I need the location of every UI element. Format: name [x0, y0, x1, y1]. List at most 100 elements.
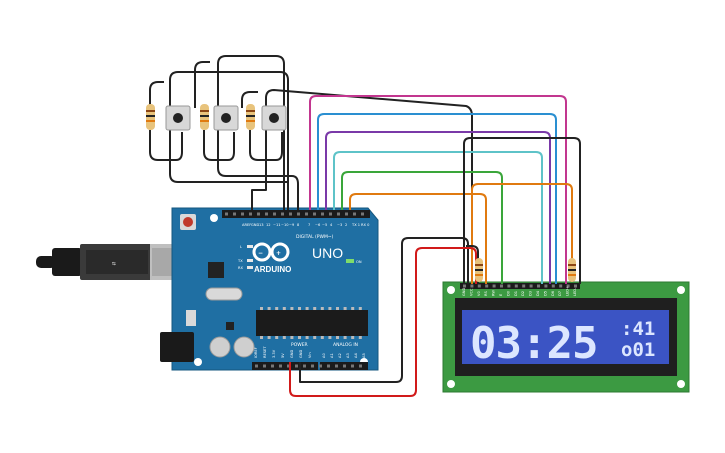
digital-pin-7[interactable] — [281, 212, 284, 216]
lcd-pin-3[interactable] — [485, 284, 489, 288]
lcd-pin-4[interactable] — [492, 284, 496, 288]
wire-orange-2[interactable] — [471, 183, 573, 284]
digital-pin-2[interactable] — [241, 212, 244, 216]
digital-pin-0[interactable] — [225, 212, 228, 216]
bottom-pin-9[interactable] — [327, 364, 330, 368]
wire-btn-e1[interactable] — [169, 130, 288, 183]
chip-leg — [343, 307, 347, 310]
bottom-pin-12[interactable] — [351, 364, 354, 368]
wire-btn-e2[interactable] — [217, 130, 299, 210]
digital-pin-16[interactable] — [353, 212, 356, 216]
chip-leg — [313, 307, 317, 310]
digital-pin-11[interactable] — [313, 212, 316, 216]
digital-pin-15[interactable] — [345, 212, 348, 216]
lcd-module[interactable]: 03:25 :41 o01 — [442, 281, 690, 393]
lcd-pin-label-gnd: GND — [462, 288, 466, 296]
a2-label: A2 — [338, 353, 342, 358]
digital-pin-10[interactable] — [305, 212, 308, 216]
lcd-pin-11[interactable] — [544, 284, 548, 288]
pushbutton-1[interactable] — [165, 105, 191, 131]
lcd-pin-5[interactable] — [500, 284, 503, 288]
wire-magenta[interactable] — [309, 95, 567, 284]
wire-green[interactable] — [341, 171, 503, 284]
digital-pin-13[interactable] — [329, 212, 332, 216]
bottom-pin-11[interactable] — [343, 364, 346, 368]
digital-pin-12[interactable] — [321, 212, 324, 216]
bottom-pin-5[interactable] — [295, 364, 298, 368]
lcd-pin-9[interactable] — [529, 284, 533, 288]
wire-purple[interactable] — [325, 131, 551, 284]
digital-pin-9[interactable] — [297, 212, 300, 216]
wire-btn-c[interactable] — [241, 91, 258, 108]
digital-pin-17[interactable] — [361, 212, 364, 216]
digital-pin-1[interactable] — [233, 212, 236, 216]
arduino-board[interactable]: AREF GND 13 12 ~11 ~10 ~9 8 7 ~6 ~5 4 ~3… — [160, 207, 379, 371]
digital-pin-6[interactable] — [273, 212, 276, 216]
resistor-5[interactable] — [568, 258, 576, 282]
wire-button2[interactable] — [217, 55, 285, 210]
bottom-pin-1[interactable] — [263, 364, 266, 368]
wire-btn-d2[interactable] — [203, 130, 235, 161]
wire-btn-e3[interactable] — [251, 130, 267, 210]
bottom-pin-3[interactable] — [279, 364, 282, 368]
wire-lcd-black-1[interactable] — [463, 137, 581, 284]
bottom-pin-6[interactable] — [303, 364, 306, 368]
lcd-pin-label-v0: V0 — [477, 291, 481, 296]
wire-blue[interactable] — [317, 113, 557, 284]
pin-3-label: ~3 — [337, 223, 342, 227]
lcd-pin-14[interactable] — [566, 284, 570, 288]
digital-pin-8[interactable] — [289, 212, 292, 216]
lcd-pin-header[interactable] — [460, 283, 580, 289]
bottom-pin-7[interactable] — [311, 364, 314, 368]
digital-header[interactable] — [222, 210, 370, 218]
resistor-1[interactable] — [146, 104, 155, 130]
resistor-4[interactable] — [475, 258, 483, 282]
resistor-2[interactable] — [200, 104, 209, 130]
bottom-pin-10[interactable] — [335, 364, 338, 368]
lcd-pin-label-d0: D0 — [506, 290, 510, 296]
wire-button3[interactable] — [265, 89, 473, 250]
digital-pin-3[interactable] — [249, 212, 252, 216]
led-rx — [247, 266, 253, 269]
wire-cyan[interactable] — [333, 151, 543, 284]
lcd-pin-8[interactable] — [522, 284, 526, 288]
bottom-pin-2[interactable] — [271, 364, 274, 368]
lcd-pin-6[interactable] — [507, 284, 511, 288]
lcd-pin-2[interactable] — [477, 284, 481, 288]
wire-btn-a[interactable] — [149, 81, 164, 108]
power-header[interactable] — [252, 362, 318, 370]
vin-label: Vin — [308, 352, 312, 358]
wire-5v-red[interactable] — [289, 247, 477, 397]
wire-btn-d1[interactable] — [149, 130, 183, 161]
lcd-pin-0[interactable] — [463, 284, 466, 288]
lcd-pin-10[interactable] — [537, 284, 540, 288]
digital-pin-14[interactable] — [337, 212, 340, 216]
digital-pin-labels: AREF GND 13 12 ~11 ~10 ~9 8 7 ~6 ~5 4 ~3… — [242, 223, 370, 227]
pushbutton-2[interactable] — [213, 105, 239, 131]
chip-leg — [260, 336, 263, 339]
chip-leg — [298, 336, 301, 339]
brand-label: ARDUINO — [254, 265, 291, 274]
pushbutton-3[interactable] — [261, 105, 287, 131]
lcd-pin-1[interactable] — [470, 284, 474, 288]
digital-pin-4[interactable] — [257, 212, 260, 216]
bottom-pin-13[interactable] — [359, 364, 362, 368]
bottom-pin-4[interactable] — [287, 364, 290, 368]
digital-pin-5[interactable] — [265, 212, 268, 216]
wire-lcd-black-3[interactable] — [466, 245, 479, 284]
bottom-pin-0[interactable] — [255, 364, 258, 368]
wire-orange[interactable] — [349, 193, 487, 284]
lcd-pin-7[interactable] — [514, 284, 518, 288]
resistor-3[interactable] — [246, 104, 255, 130]
lcd-pin-15[interactable] — [574, 284, 577, 288]
aref-label: AREF — [242, 223, 251, 227]
lcd-pin-13[interactable] — [559, 284, 563, 288]
wire-lcd-black-2[interactable] — [299, 237, 469, 383]
chip-leg — [282, 307, 286, 310]
chip-leg — [343, 336, 347, 339]
bottom-pin-8[interactable] — [319, 364, 322, 368]
gnd2-label: GND — [299, 350, 303, 358]
wire-btn-b[interactable] — [194, 61, 210, 108]
lcd-pin-12[interactable] — [551, 284, 555, 288]
wire-button1[interactable] — [169, 71, 289, 210]
